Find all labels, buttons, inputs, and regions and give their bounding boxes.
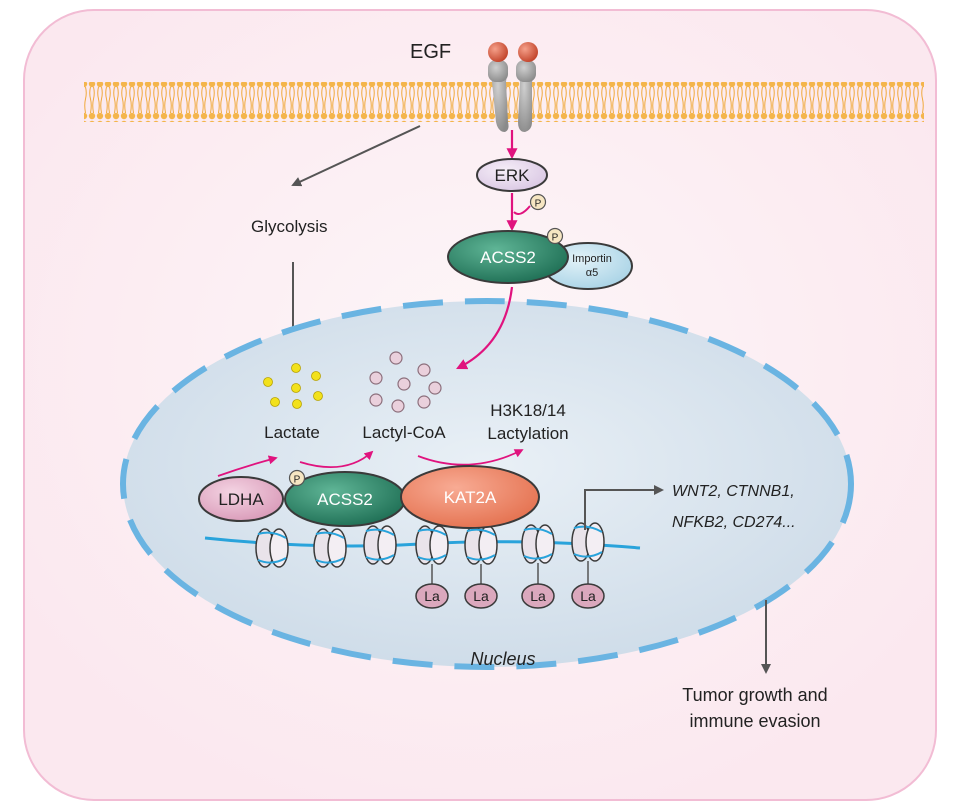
nucleus-label: Nucleus xyxy=(470,649,535,669)
acss2-nuc-label: ACSS2 xyxy=(317,490,373,509)
la-bead: La xyxy=(571,583,605,609)
h3k-label-line2: Lactylation xyxy=(487,424,568,443)
nucleosome xyxy=(464,525,498,565)
lactyl-coa-molecules xyxy=(369,351,442,413)
lactate-molecules xyxy=(263,363,323,409)
kat2a-reaction-arrow xyxy=(417,449,524,466)
egf-receptor xyxy=(488,60,536,132)
phosphate-label: P xyxy=(294,475,301,486)
egf-label: EGF xyxy=(410,41,451,63)
membrane-to-glycolysis-arrow xyxy=(291,125,421,187)
ldha-label: LDHA xyxy=(218,490,264,509)
la-label: La xyxy=(424,588,440,604)
la-label: La xyxy=(580,588,596,604)
nucleosome xyxy=(255,528,289,568)
lactylation-marks: La La La La xyxy=(415,561,605,609)
phosphate-badge xyxy=(546,227,564,245)
phosphate-badge xyxy=(529,193,547,211)
acss2-cyto-label: ACSS2 xyxy=(480,248,536,267)
erk-label: ERK xyxy=(495,166,531,185)
glycolysis-label: Glycolysis xyxy=(251,217,328,236)
la-bead: La xyxy=(464,583,498,609)
lactate-label: Lactate xyxy=(264,423,320,442)
acss2-reaction-arrow xyxy=(299,450,374,469)
nucleosome-array xyxy=(255,522,605,568)
nucleosome xyxy=(571,522,605,562)
nucleosome xyxy=(415,525,449,565)
phosphorylation-curve xyxy=(513,205,531,215)
nucleosome xyxy=(363,525,397,565)
phosphate-label: P xyxy=(552,233,559,244)
acss2-cytoplasmic xyxy=(447,230,569,284)
ldha-enzyme xyxy=(198,476,284,522)
kat2a-enzyme xyxy=(400,465,540,529)
transcription-arrow xyxy=(584,485,664,530)
la-label: La xyxy=(530,588,546,604)
importin-label-line1: Importin xyxy=(572,253,612,265)
outcome-line2: immune evasion xyxy=(689,711,820,731)
phosphate-badge xyxy=(288,469,306,487)
target-genes-line1: WNT2, CTNNB1, xyxy=(672,483,795,500)
egf-ligand xyxy=(518,42,538,62)
la-bead: La xyxy=(521,583,555,609)
h3k-label-line1: H3K18/14 xyxy=(490,401,566,420)
lactyl-coa-label: Lactyl-CoA xyxy=(362,423,446,442)
egf-ligand xyxy=(488,42,508,62)
nucleosome xyxy=(313,528,347,568)
la-bead: La xyxy=(415,583,449,609)
importin-label-line2: α5 xyxy=(586,267,598,279)
acss2-nuclear-import-arrow xyxy=(456,286,514,370)
target-genes-line2: NFKB2, CD274... xyxy=(672,514,796,531)
erk-protein xyxy=(476,158,548,192)
nucleosome xyxy=(521,524,555,564)
ldha-reaction-arrow xyxy=(217,455,278,477)
phosphate-label: P xyxy=(535,199,542,210)
kat2a-label: KAT2A xyxy=(444,488,497,507)
la-label: La xyxy=(473,588,489,604)
outcome-line1: Tumor growth and xyxy=(682,685,827,705)
